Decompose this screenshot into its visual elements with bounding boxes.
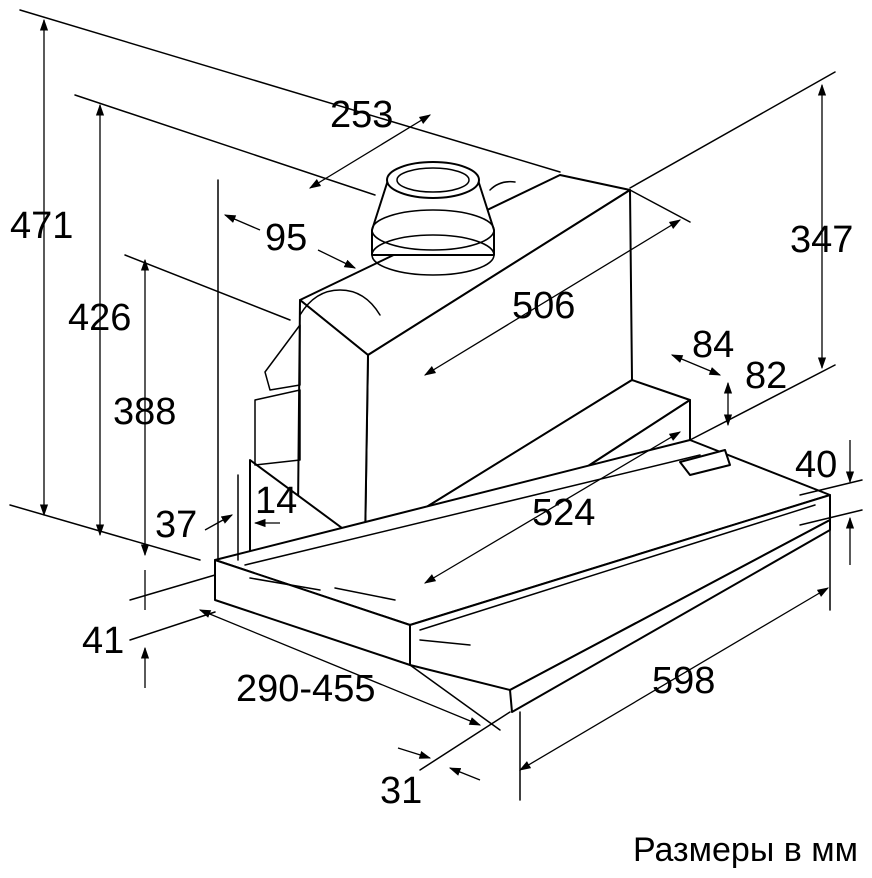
dim-line-598 — [518, 587, 830, 771]
extension-line — [129, 611, 216, 641]
dim-line-253 — [309, 114, 431, 189]
dim-line-84 — [670, 354, 722, 376]
extension-line — [799, 509, 863, 526]
dim-label-14: 14 — [255, 480, 297, 522]
side-bracket — [264, 324, 301, 391]
dim-label-388: 388 — [113, 391, 176, 433]
units-caption: Размеры в мм — [632, 831, 858, 869]
dim-line-37 — [204, 514, 234, 531]
extension-line — [629, 189, 691, 223]
vent-ring — [299, 289, 381, 316]
extension-line — [409, 664, 501, 731]
dim-label-598: 598 — [652, 660, 715, 702]
dim-label-95: 95 — [265, 217, 307, 259]
extension-line — [799, 479, 863, 496]
dim-label-426: 426 — [68, 297, 131, 339]
filter-slot — [334, 587, 396, 601]
extension-line — [124, 254, 291, 321]
dim-label-40: 40 — [795, 444, 837, 486]
extension-line — [629, 71, 836, 189]
dim-line-95 — [223, 214, 261, 231]
dim-label-347: 347 — [790, 219, 853, 261]
extension-line — [419, 711, 511, 771]
dim-label-471: 471 — [10, 205, 73, 247]
extension-line — [19, 9, 561, 173]
extension-line — [689, 364, 836, 441]
dimension-labels: 471 426 388 253 95 506 347 84 82 40 14 3… — [10, 94, 853, 812]
rear-bracket — [679, 449, 731, 476]
extension-line — [9, 504, 201, 561]
dim-line-95b — [317, 249, 357, 269]
dim-label-524: 524 — [532, 492, 595, 534]
dim-line-31b — [448, 767, 481, 781]
dim-label-31: 31 — [380, 770, 422, 812]
dim-line-506 — [424, 219, 681, 376]
dim-label-41: 41 — [82, 620, 124, 662]
dim-label-253: 253 — [330, 94, 393, 136]
dimension-lines — [9, 9, 863, 801]
dim-line-524 — [423, 431, 682, 584]
dim-label-82: 82 — [745, 355, 787, 397]
dim-label-84: 84 — [692, 324, 734, 366]
dim-line-290-455 — [198, 609, 482, 726]
side-panel — [254, 389, 301, 466]
dim-line-31 — [397, 747, 432, 759]
dim-label-37: 37 — [155, 504, 197, 546]
vent-ring — [489, 180, 516, 191]
dim-label-506: 506 — [512, 285, 575, 327]
extension-line — [129, 574, 216, 601]
dim-label-290-455: 290-455 — [236, 668, 375, 710]
filter-slot — [249, 577, 321, 591]
